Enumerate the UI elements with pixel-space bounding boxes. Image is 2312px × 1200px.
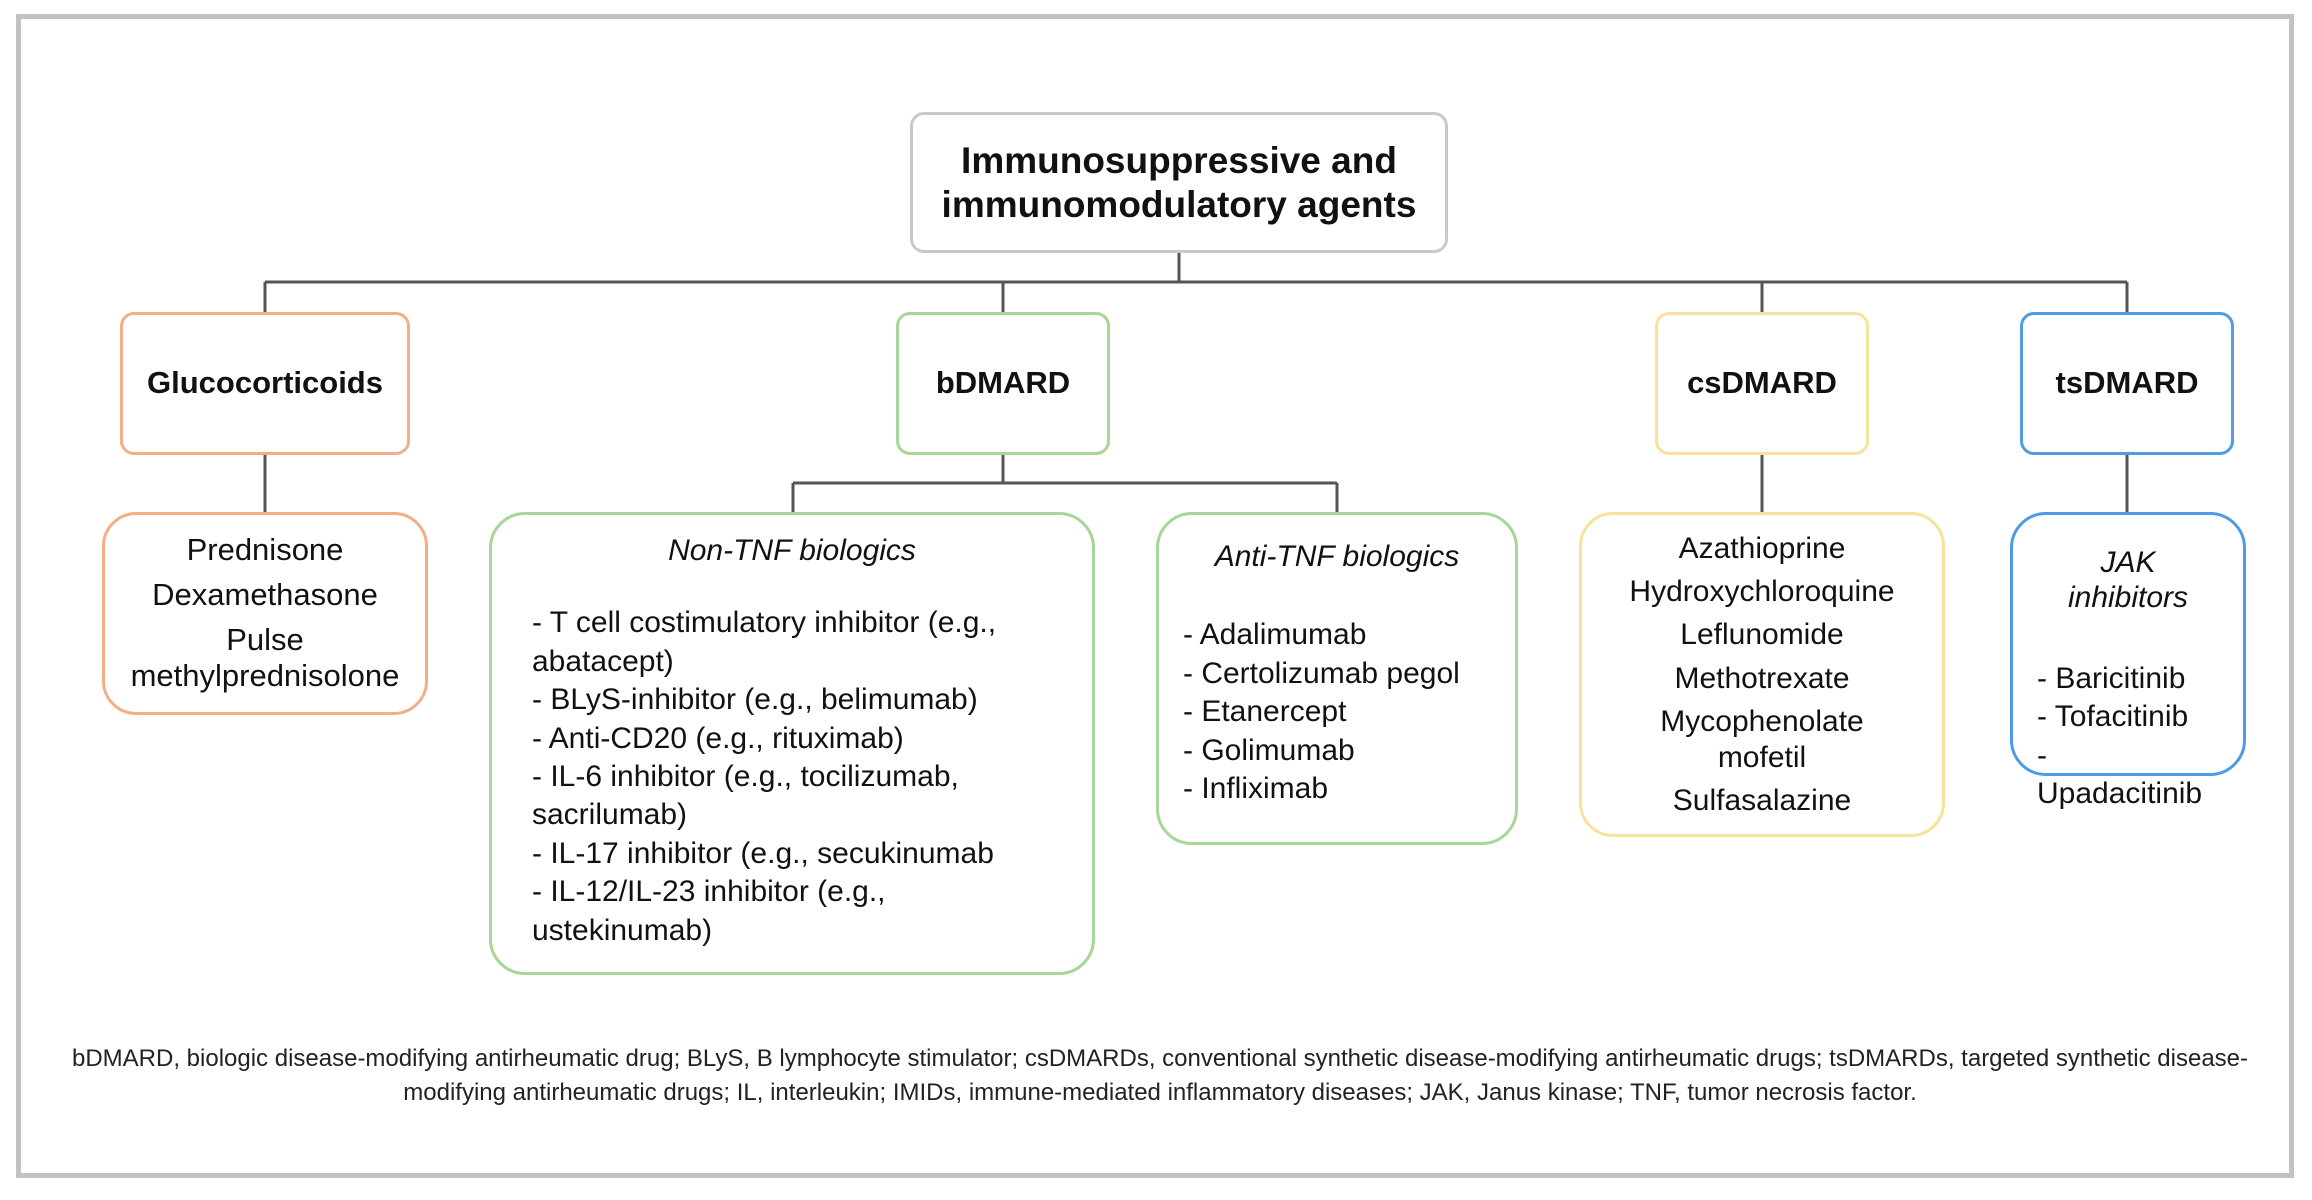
list-item: - BLyS-inhibitor (e.g., belimumab) xyxy=(532,683,978,717)
jak-inhibitors-heading: JAK inhibitors xyxy=(2067,546,2189,615)
list-item: Mycophenolate mofetil xyxy=(1660,705,1864,774)
list-item: Sulfasalazine xyxy=(1672,783,1852,817)
glucocorticoids-node: Glucocorticoids xyxy=(120,312,410,455)
list-item: - IL-6 inhibitor (e.g., tocilizumab, sac… xyxy=(532,759,959,832)
root-to-categories-connector xyxy=(263,253,2129,312)
list-item: - Anti-CD20 (e.g., rituximab) xyxy=(532,721,904,755)
list-item: Hydroxychloroquine xyxy=(1629,575,1895,609)
list-item: - Etanercept xyxy=(1183,695,1347,729)
non-tnf-heading: Non-TNF biologics xyxy=(668,534,916,567)
list-item: - IL-12/IL-23 inhibitor (e.g., ustekinum… xyxy=(532,875,886,947)
list-item: Prednisone xyxy=(186,532,344,568)
footnote: bDMARD, biologic disease-modifying antir… xyxy=(71,1045,2249,1106)
bdmard-node: bDMARD xyxy=(896,312,1110,455)
bdmard-to-subgroups-connector xyxy=(791,455,1339,512)
tsdmard-node: tsDMARD xyxy=(2020,312,2234,455)
list-item: Azathioprine xyxy=(1678,531,1846,565)
list-item: - Infliximab xyxy=(1183,771,1329,805)
list-item: - IL-17 inhibitor (e.g., secukinumab xyxy=(532,836,994,870)
tsdmard-label: tsDMARD xyxy=(2055,365,2199,401)
bdmard-label: bDMARD xyxy=(935,365,1071,401)
anti-tnf-biologics-box: Anti-TNF biologics - Adalimumab - Certol… xyxy=(1156,512,1518,845)
csdmard-node: csDMARD xyxy=(1655,312,1869,455)
non-tnf-biologics-box: Non-TNF biologics - T cell costimulatory… xyxy=(489,512,1095,975)
list-item: - Upadacitinib xyxy=(2037,738,2203,810)
list-item: - T cell costimulatory inhibitor (e.g., … xyxy=(532,606,997,678)
list-item: Methotrexate xyxy=(1674,661,1850,695)
list-item: Leflunomide xyxy=(1680,618,1844,652)
csdmard-list: Azathioprine Hydroxychloroquine Leflunom… xyxy=(1579,512,1945,837)
root-title: Immunosuppressive and immunomodulatory a… xyxy=(941,139,1417,225)
csdmard-label: csDMARD xyxy=(1687,365,1837,401)
list-item: Dexamethasone xyxy=(152,576,378,612)
anti-tnf-heading: Anti-TNF biologics xyxy=(1214,540,1460,573)
glucocorticoids-label: Glucocorticoids xyxy=(147,365,383,401)
glucocorticoids-list: Prednisone Dexamethasone Pulse methylpre… xyxy=(102,512,428,715)
list-item: - Certolizumab pegol xyxy=(1183,656,1460,690)
list-item: - Tofacitinib xyxy=(2037,700,2189,734)
root-node: Immunosuppressive and immunomodulatory a… xyxy=(910,112,1448,253)
jak-inhibitors-box: JAK inhibitors - Baricitinib - Tofacitin… xyxy=(2010,512,2246,810)
list-item: - Baricitinib xyxy=(2037,661,2186,695)
list-item: - Golimumab xyxy=(1183,733,1355,767)
list-item: - Adalimumab xyxy=(1183,618,1367,652)
list-item: Pulse methylprednisolone xyxy=(130,621,400,694)
